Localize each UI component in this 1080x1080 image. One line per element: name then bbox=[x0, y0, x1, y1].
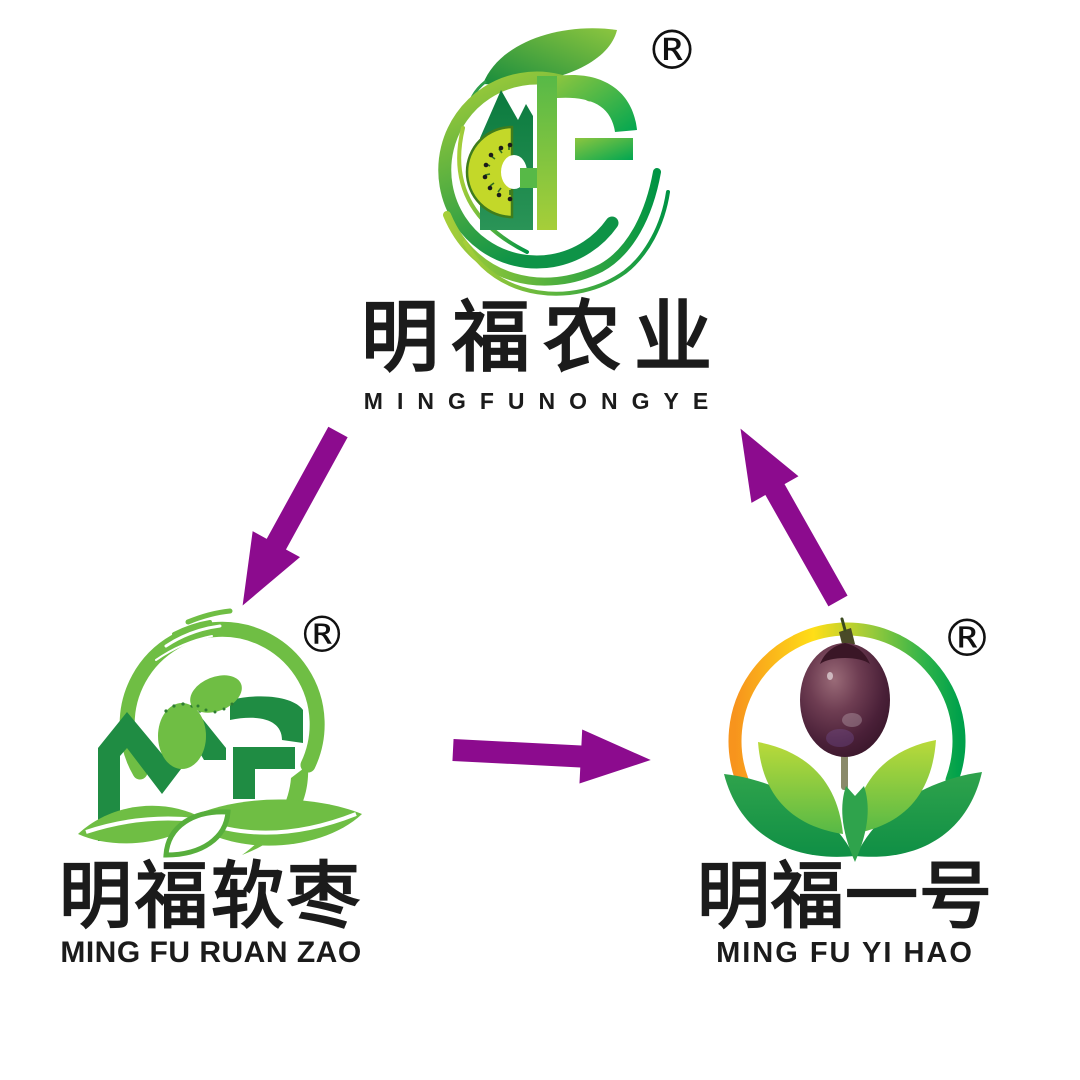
mingfu-yihao-logo bbox=[724, 617, 982, 862]
letter-f bbox=[230, 696, 303, 799]
kiwi-berry-small bbox=[190, 675, 242, 714]
title-mingfu-nongye: 明福农业 bbox=[360, 293, 725, 381]
brush-streaks bbox=[155, 608, 233, 661]
mingfu-ruanzao-logo bbox=[78, 608, 362, 858]
leaf-icon bbox=[483, 28, 617, 85]
registered-trademark-icon-yihao: ® bbox=[941, 609, 993, 669]
arrow-parent-to-ruanzao-icon bbox=[242, 426, 348, 606]
kiwi-berry-large bbox=[158, 702, 206, 769]
base-leaves bbox=[78, 799, 362, 858]
arrow-yihao-to-parent-icon bbox=[740, 428, 848, 607]
circle-swoosh bbox=[438, 71, 619, 269]
bottom-outer-swoosh bbox=[463, 190, 670, 296]
subtitle-mingfu-yihao: MING FU YI HAO bbox=[716, 937, 974, 969]
letter-f bbox=[520, 74, 637, 230]
inner-left-swoosh bbox=[457, 126, 529, 254]
kiwi-berry-fruit bbox=[800, 617, 890, 790]
gradient-ring bbox=[728, 622, 966, 787]
registered-trademark-icon-ruanzao: ® bbox=[297, 606, 347, 664]
sprout-leaves bbox=[724, 740, 982, 862]
title-mingfu-yihao: 明福一号 bbox=[697, 856, 993, 937]
registered-trademark-icon-top: ® bbox=[645, 19, 699, 82]
subtitle-mingfu-ruanzao: MING FU RUAN ZAO bbox=[60, 936, 362, 969]
kiwi-slice-icon bbox=[465, 125, 527, 219]
subtitle-mingfu-nongye: MINGFUNONGYE bbox=[363, 388, 723, 414]
brush-circle-tail bbox=[242, 765, 309, 855]
mingfu-nongye-logo bbox=[438, 28, 670, 296]
title-mingfu-ruanzao: 明福软枣 bbox=[59, 856, 363, 937]
arrow-ruanzao-to-yihao-icon bbox=[452, 729, 651, 784]
